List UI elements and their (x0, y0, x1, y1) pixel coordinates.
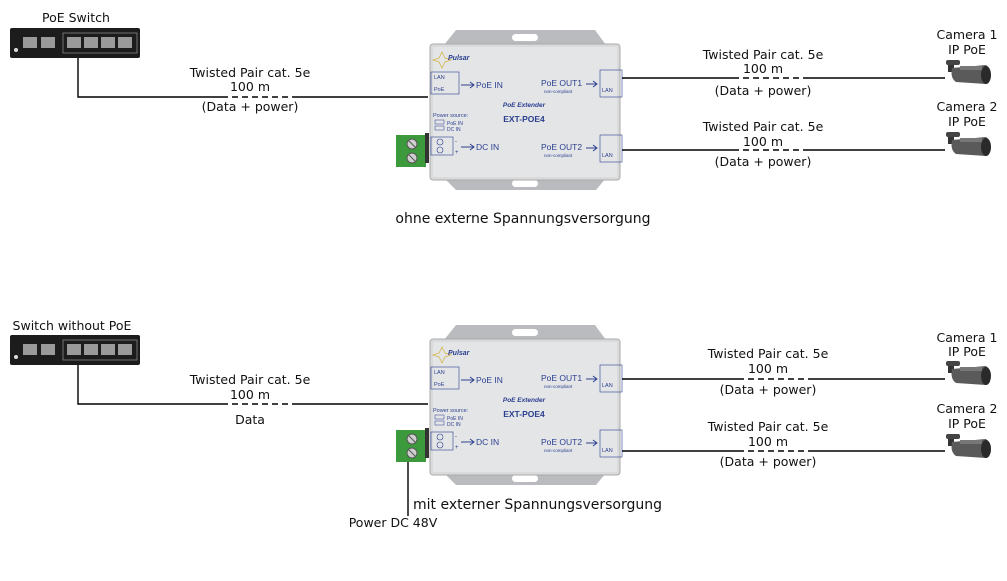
output2-cable-carries: (Data + power) (720, 454, 817, 469)
output1-cable-carries: (Data + power) (715, 83, 812, 98)
panel-without-external-power: PoE Switch Twisted Pair cat. 5e 100 m (D… (9, 10, 998, 227)
dc-in-label: DC IN (476, 437, 499, 447)
non-compliant-label: non-compliant (544, 448, 573, 453)
minus-label: - (455, 434, 457, 440)
output2-cable-length: 100 m (743, 134, 783, 149)
camera2-type: IP PoE (948, 416, 986, 431)
jumper-poe-in-label: PoE IN (447, 121, 463, 127)
minus-label: - (455, 139, 457, 145)
power-source-label: Power source: (433, 113, 469, 119)
input-cable-length: 100 m (230, 79, 270, 94)
camera1-icon (946, 361, 991, 385)
input-cable-type: Twisted Pair cat. 5e (189, 65, 311, 80)
camera1-name: Camera 1 (937, 27, 998, 42)
dc-in-label: DC IN (476, 142, 499, 152)
input-cable (77, 365, 428, 405)
jumper-poe-in-label: PoE IN (447, 416, 463, 422)
poe-label: PoE (434, 382, 445, 388)
plus-label: + (455, 445, 459, 451)
power-label: Power DC 48V (349, 515, 438, 530)
non-compliant-label: non-compliant (544, 384, 573, 389)
device-model: EXT-POE4 (503, 114, 545, 124)
brand: Pulsar (448, 350, 471, 357)
device-title: PoE Extender (503, 397, 546, 404)
camera1-icon (946, 60, 991, 84)
panel-with-external-power: Switch without PoE Twisted Pair cat. 5e … (9, 318, 998, 530)
camera2-type: IP PoE (948, 114, 986, 129)
device-title: PoE Extender (503, 102, 546, 109)
poe-label: PoE (434, 87, 445, 93)
device-model: EXT-POE4 (503, 409, 545, 419)
caption: mit externer Spannungsversorgung (413, 497, 662, 513)
poe-out2-label: PoE OUT2 (541, 142, 582, 152)
lan-out1-label: LAN (602, 383, 613, 389)
output2-cable-type: Twisted Pair cat. 5e (707, 419, 829, 434)
brand: Pulsar (448, 55, 471, 62)
input-cable (77, 58, 428, 98)
camera2-icon (946, 132, 991, 156)
camera1-type: IP PoE (948, 344, 986, 359)
poe-out1-label: PoE OUT1 (541, 78, 582, 88)
device-body (395, 29, 623, 191)
lan-label: LAN (434, 75, 445, 81)
ext-poe4-device: Pulsar LAN PoE PoE IN PoE OUT1 non-compl… (395, 29, 623, 191)
output1-cable-type: Twisted Pair cat. 5e (707, 346, 829, 361)
poe-in-label: PoE IN (476, 80, 503, 90)
output2-cable-type: Twisted Pair cat. 5e (702, 119, 824, 134)
poe-switch-image (9, 27, 141, 59)
input-cable-carries: (Data + power) (202, 99, 299, 114)
power-source-label: Power source: (433, 408, 469, 414)
non-compliant-label: non-compliant (544, 89, 573, 94)
output1-cable-carries: (Data + power) (720, 382, 817, 397)
output2-cable-length: 100 m (748, 434, 788, 449)
camera2-icon (946, 434, 991, 458)
ext-poe4-device: Pulsar LAN PoE PoE IN PoE OUT1 non-compl… (395, 324, 623, 486)
input-cable-length: 100 m (230, 387, 270, 402)
switch-label: PoE Switch (42, 10, 110, 25)
camera1-type: IP PoE (948, 42, 986, 57)
non-compliant-label: non-compliant (544, 153, 573, 158)
input-cable-carries: Data (235, 412, 265, 427)
camera1-name: Camera 1 (937, 330, 998, 345)
lan-out1-label: LAN (602, 88, 613, 94)
caption: ohne externe Spannungsversorgung (395, 211, 650, 227)
lan-label: LAN (434, 370, 445, 376)
device-body (395, 324, 623, 486)
poe-in-label: PoE IN (476, 375, 503, 385)
poe-out2-label: PoE OUT2 (541, 437, 582, 447)
jumper-dc-in-label: DC IN (447, 422, 461, 428)
output2-cable-carries: (Data + power) (715, 154, 812, 169)
output1-cable-type: Twisted Pair cat. 5e (702, 47, 824, 62)
camera2-name: Camera 2 (937, 401, 998, 416)
output1-cable-length: 100 m (748, 361, 788, 376)
input-cable-type: Twisted Pair cat. 5e (189, 372, 311, 387)
switch-image (9, 334, 141, 366)
plus-label: + (455, 150, 459, 156)
poe-out1-label: PoE OUT1 (541, 373, 582, 383)
jumper-dc-in-label: DC IN (447, 127, 461, 133)
lan-out2-label: LAN (602, 448, 613, 454)
output1-cable-length: 100 m (743, 61, 783, 76)
camera2-name: Camera 2 (937, 99, 998, 114)
switch-label: Switch without PoE (13, 318, 132, 333)
lan-out2-label: LAN (602, 153, 613, 159)
